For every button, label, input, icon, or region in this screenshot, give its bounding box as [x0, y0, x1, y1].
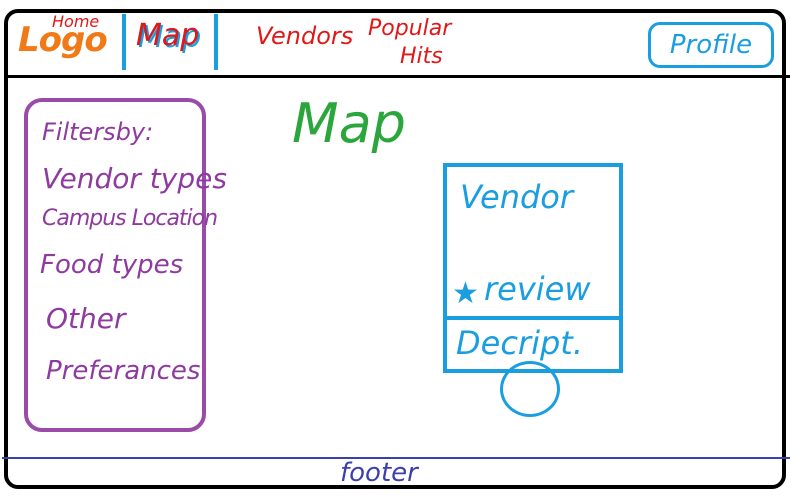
filter-vendor-types[interactable]: Vendor types: [42, 162, 227, 195]
card-description: Decript.: [456, 324, 583, 362]
tab-map-active-indicator: [122, 14, 218, 70]
logo[interactable]: Logo: [18, 20, 108, 60]
footer: footer: [340, 458, 418, 488]
card-divider: [443, 316, 623, 320]
filter-campus-location[interactable]: Campus Location: [42, 206, 218, 231]
star-icon: ★: [452, 276, 479, 311]
filter-food-types[interactable]: Food types: [40, 250, 184, 280]
tab-popular-hits-line2[interactable]: Hits: [400, 44, 443, 69]
tab-vendors[interactable]: Vendors: [256, 22, 354, 50]
profile-button[interactable]: Profile: [648, 22, 774, 68]
tab-map[interactable]: Map: [136, 18, 200, 53]
footer-divider: [2, 457, 790, 459]
filter-panel: [24, 98, 206, 432]
home-link[interactable]: Home: [52, 12, 100, 31]
filter-preferences[interactable]: Preferances: [46, 356, 201, 386]
app-window-frame: [4, 9, 786, 489]
tab-popular-hits[interactable]: Popular: [368, 16, 452, 41]
header-divider: [4, 75, 790, 78]
card-review: review: [484, 270, 591, 308]
filter-other[interactable]: Other: [46, 302, 126, 335]
card-vendor-name: Vendor: [460, 178, 574, 216]
page-title: Map: [292, 92, 406, 155]
filters-heading: Filtersby:: [42, 118, 154, 146]
map-pin-icon[interactable]: [500, 361, 560, 417]
